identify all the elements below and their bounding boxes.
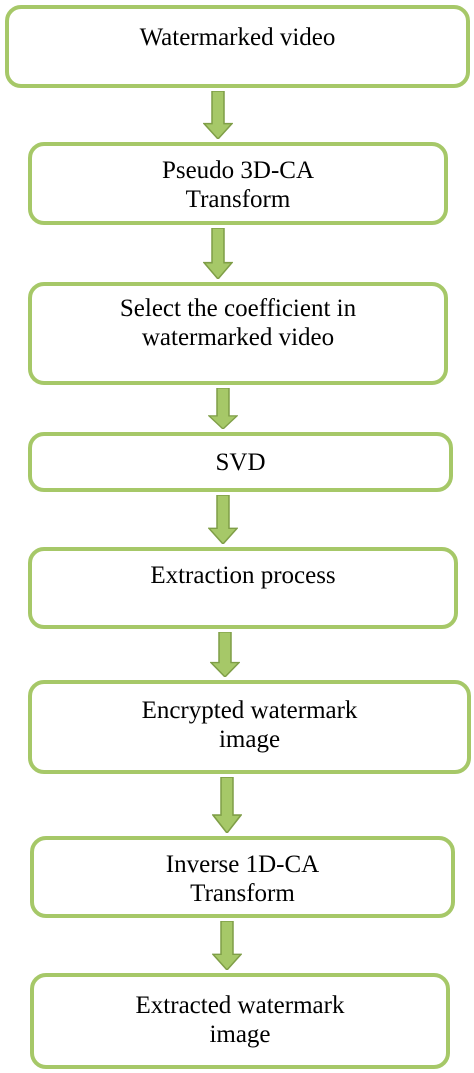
step-extracted-watermark-image: Extracted watermark image <box>30 973 450 1069</box>
down-arrow-icon <box>212 921 242 970</box>
step-label: Encrypted watermark image <box>141 697 358 753</box>
step-label: Extracted watermark image <box>135 992 345 1048</box>
step-encrypted-watermark-image: Encrypted watermark image <box>28 680 471 774</box>
down-arrow-icon <box>208 495 238 544</box>
step-pseudo-3d-ca-transform: Pseudo 3D-CA Transform <box>28 142 448 225</box>
step-extraction-process: Extraction process <box>28 547 458 629</box>
down-arrow-icon <box>203 91 233 139</box>
step-label: Watermarked video <box>139 24 336 51</box>
step-label: Pseudo 3D-CA Transform <box>161 157 315 213</box>
down-arrow-icon <box>212 777 242 833</box>
step-label: Extraction process <box>150 562 336 589</box>
step-select-coefficient: Select the coefficient in watermarked vi… <box>28 282 448 385</box>
step-svd: SVD <box>28 432 453 492</box>
down-arrow-icon <box>203 228 233 279</box>
step-watermarked-video: Watermarked video <box>5 5 470 88</box>
step-label: SVD <box>215 449 266 476</box>
step-inverse-1d-ca-transform: Inverse 1D-CA Transform <box>30 836 455 918</box>
down-arrow-icon <box>210 632 240 677</box>
step-label: Select the coefficient in watermarked vi… <box>119 295 357 351</box>
step-label: Inverse 1D-CA Transform <box>165 851 320 907</box>
down-arrow-icon <box>208 388 238 429</box>
